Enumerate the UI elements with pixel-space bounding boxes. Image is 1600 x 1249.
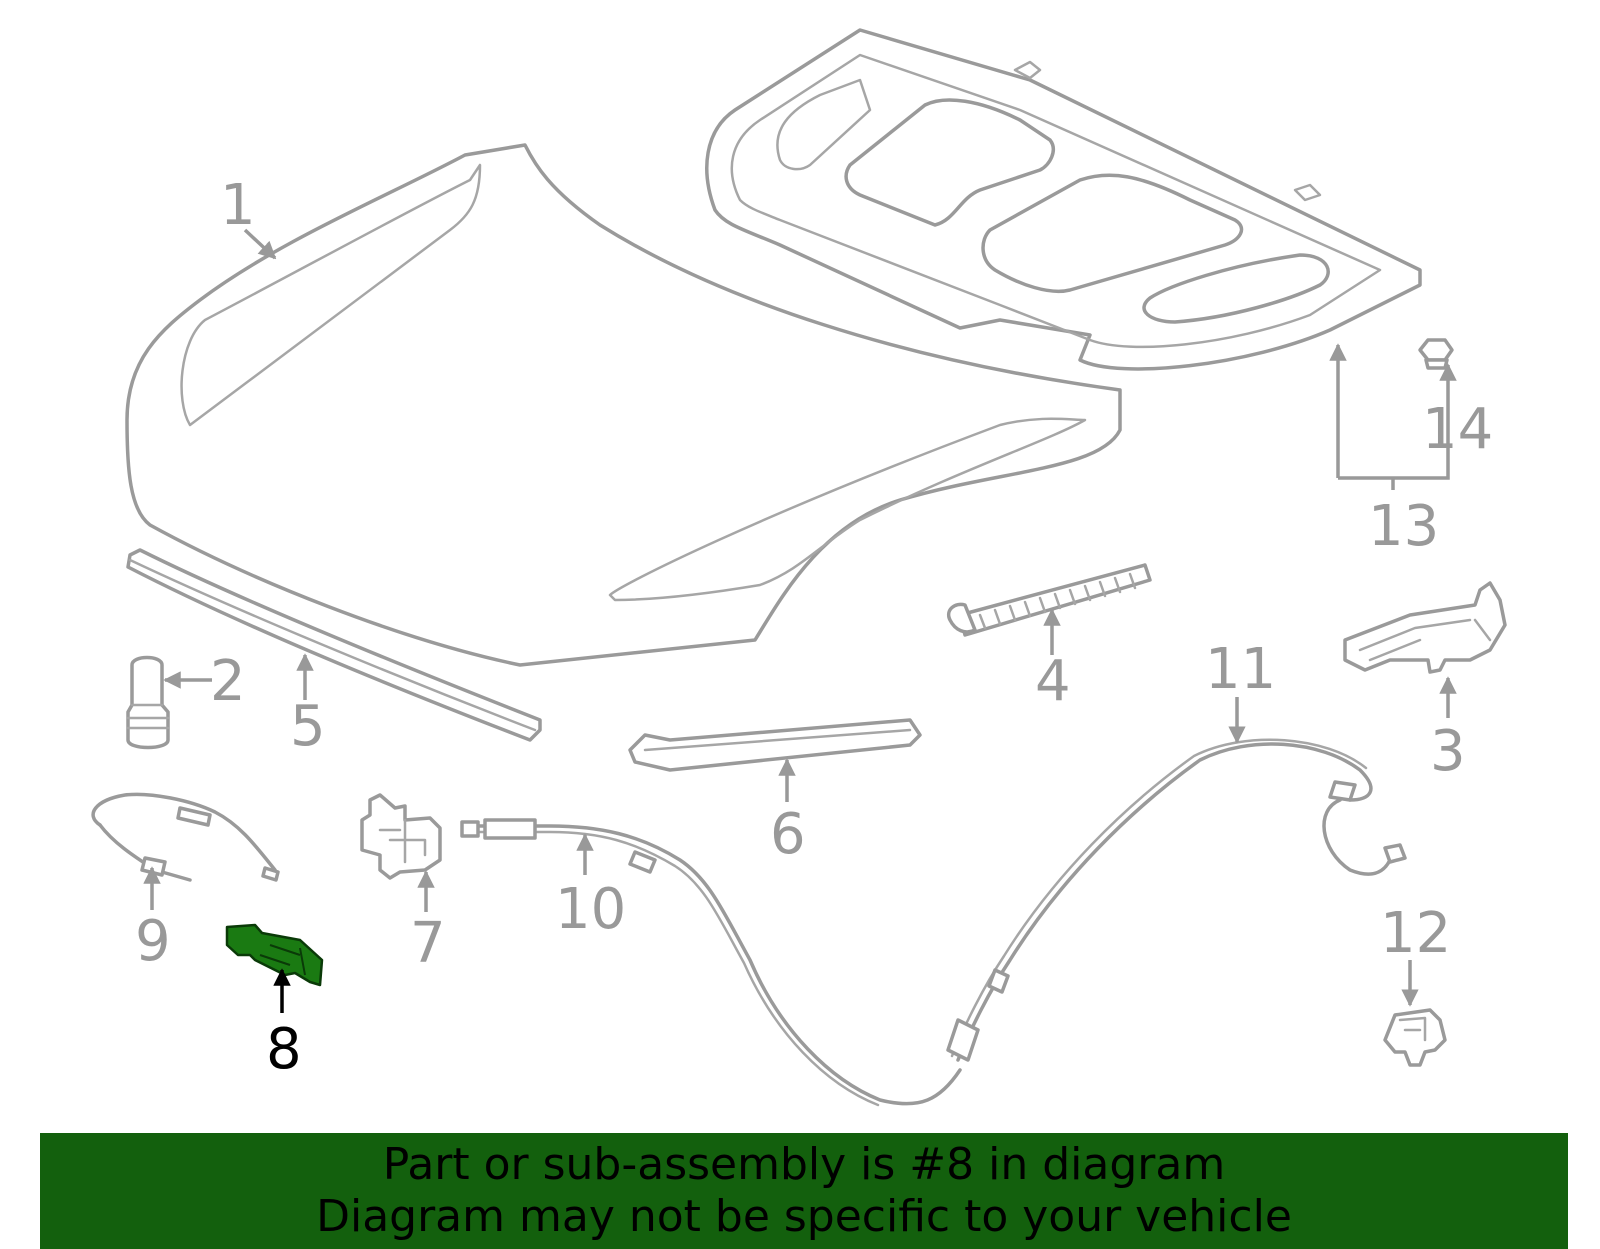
callout-13: 13 (1368, 494, 1439, 559)
parts-diagram: 1 2 3 4 5 6 7 8 9 10 11 12 13 14 (91, 28, 1507, 1107)
bracket-part-8-highlighted (225, 923, 324, 987)
bumper-stop-part-2 (126, 655, 170, 750)
callout-8-highlighted: 8 (266, 1017, 302, 1082)
banner-line-part-number: Part or sub-assembly is #8 in diagram (382, 1139, 1226, 1190)
release-cable-part-11 (946, 738, 1407, 1062)
notice-banner: Part or sub-assembly is #8 in diagram Di… (40, 1133, 1568, 1249)
support-rod-part-4 (947, 563, 1152, 637)
release-cable-part-10 (460, 818, 962, 1107)
callout-14: 14 (1422, 397, 1493, 462)
front-seal-part-5 (126, 548, 542, 742)
callout-4: 4 (1035, 649, 1071, 714)
callout-1: 1 (220, 173, 256, 238)
hinge-part-3 (1343, 581, 1507, 674)
banner-line-disclaimer: Diagram may not be specific to your vehi… (316, 1191, 1292, 1242)
callout-9: 9 (135, 909, 171, 974)
callout-5: 5 (290, 694, 326, 759)
callout-10: 10 (555, 877, 626, 942)
callout-12: 12 (1380, 901, 1451, 966)
leader-lines (143, 228, 1457, 1013)
callout-numbers: 1 2 3 4 5 6 7 8 9 10 11 12 13 14 (135, 173, 1493, 1082)
callout-6: 6 (770, 802, 806, 867)
side-seal-part-6 (628, 718, 922, 772)
callout-11: 11 (1205, 637, 1276, 702)
latch-part-7 (360, 793, 442, 880)
callout-7: 7 (410, 911, 446, 976)
hood-panel-part-1 (125, 143, 1122, 667)
clip-part-14 (1418, 338, 1454, 370)
hood-insulator-part-13 (705, 28, 1422, 371)
clip-part-12 (1383, 1008, 1447, 1067)
callout-3: 3 (1430, 719, 1466, 784)
cable-part-9 (91, 792, 280, 882)
callout-2: 2 (210, 649, 246, 714)
